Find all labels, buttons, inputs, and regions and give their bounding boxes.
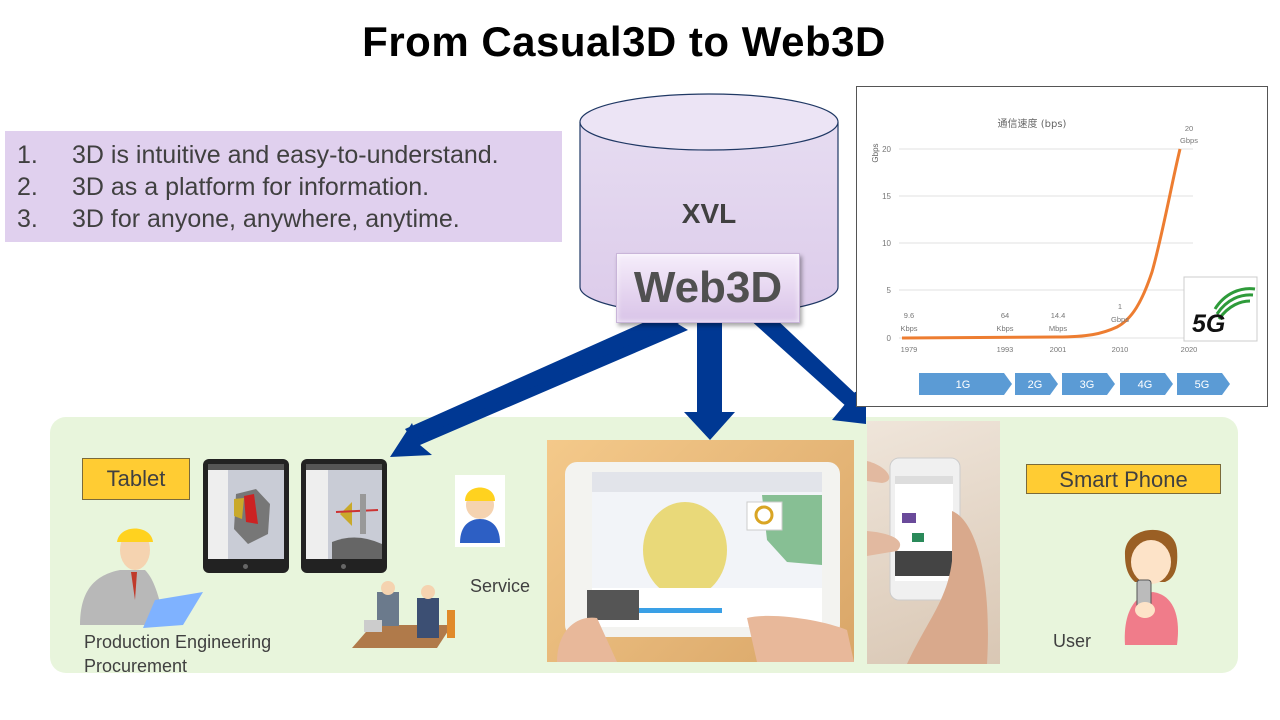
xvl-label: XVL — [681, 198, 737, 229]
y-axis-label: Gbps — [871, 143, 880, 162]
svg-text:2010: 2010 — [1112, 345, 1129, 354]
tablet-label: Tablet — [82, 458, 190, 500]
gen-label: 5G — [1195, 379, 1210, 391]
bandwidth-chart: 通信速度 (bps) Gbps 20 15 10 5 0 1979 1993 2… — [856, 86, 1268, 407]
arrow-icon — [390, 316, 866, 457]
y-ticks: 20 15 10 5 0 — [882, 145, 891, 343]
svg-text:14.4: 14.4 — [1051, 311, 1066, 320]
svg-text:15: 15 — [882, 192, 891, 201]
meeting-illustration — [352, 581, 455, 648]
svg-text:64: 64 — [1001, 311, 1009, 320]
smartphone-photo — [867, 421, 1000, 664]
svg-text:Gbps: Gbps — [1111, 315, 1129, 324]
svg-text:1: 1 — [1118, 302, 1122, 311]
smartphone-label: Smart Phone — [1026, 464, 1221, 494]
svg-text:2020: 2020 — [1181, 345, 1198, 354]
svg-text:10: 10 — [882, 239, 891, 248]
tablet-photo — [547, 440, 854, 662]
data-labels: 9.6 Kbps 64 Kbps 14.4 Mbps 1 Gbps 20 Gbp… — [900, 124, 1198, 333]
svg-text:1979: 1979 — [901, 345, 918, 354]
role-user: User — [1053, 631, 1092, 651]
gen-label: 1G — [956, 379, 971, 391]
svg-text:2001: 2001 — [1050, 345, 1067, 354]
svg-text:5: 5 — [887, 286, 892, 295]
role-procurement: Procurement — [84, 656, 188, 676]
generation-timeline — [919, 373, 1230, 395]
svg-text:1993: 1993 — [997, 345, 1014, 354]
chart-title: 通信速度 (bps) — [998, 117, 1067, 130]
svg-text:9.6: 9.6 — [904, 311, 914, 320]
service-worker-illustration — [455, 475, 505, 547]
svg-text:5G: 5G — [1192, 310, 1225, 338]
key-point: 3. 3D for anyone, anywhere, anytime. — [17, 205, 460, 233]
key-point: 2. 3D as a platform for information. — [17, 173, 430, 201]
key-points-box: 1. 3D is intuitive and easy-to-understan… — [5, 131, 562, 242]
svg-text:Mbps: Mbps — [1049, 324, 1068, 333]
chart-canvas: 通信速度 (bps) Gbps 20 15 10 5 0 1979 1993 2… — [871, 117, 1258, 395]
svg-text:0: 0 — [887, 334, 892, 343]
engineer-illustration — [80, 528, 203, 628]
role-service: Service — [470, 576, 531, 596]
slide-title: From Casual3D to Web3D — [362, 18, 886, 65]
x-ticks: 1979 1993 2001 2010 2020 — [901, 345, 1198, 354]
gen-label: 3G — [1080, 379, 1095, 391]
svg-text:Kbps: Kbps — [996, 324, 1013, 333]
tablet-screenshot-1 — [203, 459, 289, 573]
svg-text:Gbps: Gbps — [1180, 136, 1198, 145]
key-point: 1. 3D is intuitive and easy-to-understan… — [17, 141, 499, 169]
svg-text:20: 20 — [1185, 124, 1193, 133]
role-production-engineering: Production Engineering — [84, 632, 272, 652]
gen-label: 2G — [1028, 379, 1043, 391]
user-illustration — [1124, 529, 1178, 645]
web3d-badge: Web3D — [616, 253, 800, 323]
svg-text:20: 20 — [882, 145, 891, 154]
svg-text:Kbps: Kbps — [900, 324, 917, 333]
5g-logo-icon: 5G — [1183, 276, 1258, 342]
gen-label: 4G — [1138, 379, 1153, 391]
tablet-screenshot-2 — [301, 459, 387, 573]
